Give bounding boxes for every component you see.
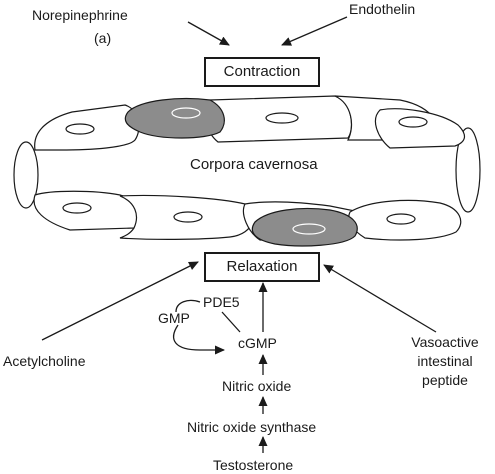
label-vip-line1: Vasoactive bbox=[411, 334, 479, 350]
label-cgmp: cGMP bbox=[238, 335, 277, 351]
corpora-cavernosa-tissue bbox=[13, 95, 481, 247]
cylinder-left-cap bbox=[13, 141, 39, 209]
arrow-vip bbox=[323, 264, 437, 333]
label-nitric-oxide-synthase: Nitric oxide synthase bbox=[187, 419, 317, 435]
arrow-norepinephrine bbox=[187, 21, 230, 46]
cylinder-right-cap bbox=[455, 127, 481, 213]
contraction-box: Contraction bbox=[204, 57, 320, 87]
tissue-label: Corpora cavernosa bbox=[190, 156, 318, 173]
nucleus bbox=[265, 112, 299, 124]
label-vip-line3: peptide bbox=[422, 372, 468, 388]
nucleus bbox=[386, 213, 416, 225]
label-endothelin: Endothelin bbox=[349, 1, 416, 17]
nucleus bbox=[65, 123, 95, 135]
label-acetylcholine: Acetylcholine bbox=[3, 353, 86, 369]
nucleus bbox=[173, 211, 203, 223]
label-pde5: PDE5 bbox=[203, 294, 240, 310]
cell-top-5 bbox=[375, 108, 465, 149]
cell-top-shaded bbox=[124, 97, 225, 139]
arrow-cgmp-to-gmp bbox=[221, 311, 241, 333]
nucleus bbox=[171, 107, 201, 119]
nucleus bbox=[398, 116, 428, 128]
figure-label: (a) bbox=[94, 30, 112, 46]
nucleus bbox=[292, 223, 326, 235]
nucleus bbox=[62, 202, 92, 214]
pde5-loop-line bbox=[175, 299, 201, 313]
label-testosterone: Testosterone bbox=[213, 457, 294, 473]
arrow-endothelin bbox=[281, 16, 348, 46]
arrow-acetylcholine bbox=[41, 261, 199, 341]
label-gmp: GMP bbox=[158, 310, 190, 326]
relaxation-box: Relaxation bbox=[204, 252, 320, 282]
label-nitric-oxide: Nitric oxide bbox=[222, 378, 292, 394]
label-norepinephrine: Norepinephrine bbox=[32, 7, 128, 23]
arrow-gmp-to-cgmp bbox=[173, 324, 225, 355]
label-vip-line2: intestinal bbox=[417, 353, 473, 369]
